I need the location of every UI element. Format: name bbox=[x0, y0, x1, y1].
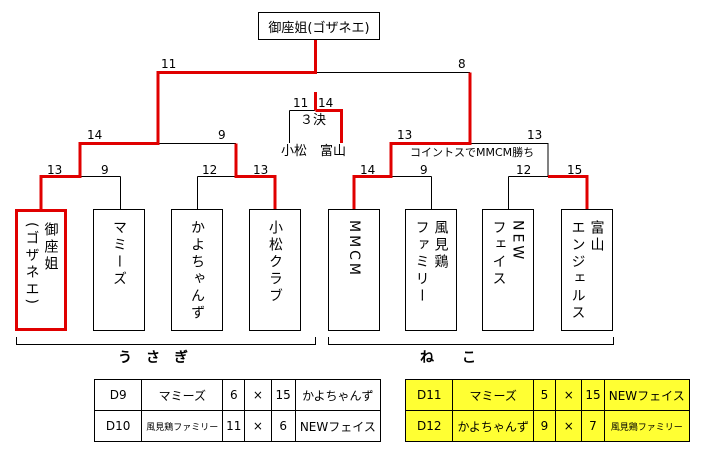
third-place-label: ３決 bbox=[300, 113, 327, 128]
versus-mark: × bbox=[555, 379, 583, 411]
match-id: D12 bbox=[404, 410, 454, 442]
score-r1-1: 13 bbox=[47, 163, 63, 177]
team-name-line: 御座姐 bbox=[42, 222, 59, 273]
team-name-line: NEW bbox=[509, 220, 526, 263]
team-name-line: 富山 bbox=[588, 220, 605, 254]
match-id: D10 bbox=[93, 410, 143, 442]
team-b: 風見鶏ファミリー bbox=[603, 410, 691, 442]
score-third-right: 14 bbox=[318, 96, 334, 110]
score-final-right: 8 bbox=[458, 57, 466, 71]
table-row: D11 マミーズ 5 × 15 NEWフェイス bbox=[404, 379, 691, 411]
score-b: 15 bbox=[270, 379, 296, 411]
score-third-left: 11 bbox=[293, 96, 309, 110]
score-r2-1: 14 bbox=[87, 128, 103, 142]
win-path-komatsu bbox=[234, 143, 277, 209]
match-id: D11 bbox=[404, 379, 454, 411]
champion-box: 御座姐(ゴザネエ) bbox=[258, 12, 380, 40]
third-place-right-team: 富山 bbox=[320, 144, 347, 159]
score-a: 11 bbox=[222, 410, 246, 442]
bracket-lines-red bbox=[39, 40, 589, 209]
team-name-line: 風見鶏 bbox=[432, 220, 449, 271]
bracket-lines-black bbox=[16, 72, 614, 345]
team-box-toyama-angels: 富山 エンジェルス bbox=[561, 209, 613, 331]
team-box-gozanee: 御座姐 (ゴザネエ) bbox=[15, 209, 67, 331]
team-box-mmcm: MMCM bbox=[328, 209, 380, 331]
score-r1-2: 9 bbox=[101, 163, 109, 177]
versus-mark: × bbox=[555, 410, 583, 442]
coin-toss-note: コイントスでMMCM勝ち bbox=[410, 146, 535, 159]
team-name-line: かよちゃんず bbox=[189, 220, 205, 322]
table-row: D10 風見鶏ファミリー 11 × 6 NEWフェイス bbox=[93, 410, 382, 442]
versus-mark: × bbox=[244, 379, 272, 411]
match-id: D9 bbox=[93, 379, 143, 411]
team-box-kayochanzu: かよちゃんず bbox=[171, 209, 223, 331]
team-name-line: エンジェルス bbox=[569, 220, 586, 322]
score-r2-4: 13 bbox=[527, 128, 543, 142]
team-name-line: マミーズ bbox=[111, 220, 127, 288]
results-table-right: D11 マミーズ 5 × 15 NEWフェイス D12 かよちゃんず 9 × 7… bbox=[404, 379, 691, 442]
team-a: 風見鶏ファミリー bbox=[141, 410, 224, 442]
score-r1-7: 12 bbox=[516, 163, 532, 177]
score-b: 6 bbox=[270, 410, 296, 442]
table-row: D9 マミーズ 6 × 15 かよちゃんず bbox=[93, 379, 382, 411]
score-a: 6 bbox=[222, 379, 246, 411]
score-final-left: 11 bbox=[161, 57, 177, 71]
group-bracket-usagi bbox=[16, 337, 316, 345]
win-path-mmcm bbox=[352, 72, 472, 209]
score-r1-5: 14 bbox=[360, 163, 376, 177]
team-b: NEWフェイス bbox=[603, 379, 691, 411]
table-row: D12 かよちゃんず 9 × 7 風見鶏ファミリー bbox=[404, 410, 691, 442]
team-box-komatsu-club: 小松クラブ bbox=[249, 209, 301, 331]
score-r1-4: 13 bbox=[253, 163, 269, 177]
team-name-line: ファミリー bbox=[413, 220, 430, 305]
results-table-left: D9 マミーズ 6 × 15 かよちゃんず D10 風見鶏ファミリー 11 × … bbox=[93, 379, 382, 442]
group-bracket-neko bbox=[328, 337, 614, 345]
team-a: かよちゃんず bbox=[452, 410, 534, 442]
win-path-champion bbox=[39, 40, 317, 209]
team-b: NEWフェイス bbox=[294, 410, 382, 442]
line-r2-neko bbox=[470, 143, 549, 177]
score-a: 9 bbox=[532, 410, 557, 442]
group-label-neko: ね こ bbox=[420, 350, 476, 366]
versus-mark: × bbox=[244, 410, 272, 442]
win-path-third bbox=[315, 109, 343, 143]
team-a: マミーズ bbox=[141, 379, 224, 411]
score-r2-2: 9 bbox=[218, 128, 226, 142]
win-path-toyama bbox=[548, 175, 589, 209]
team-name-line: MMCM bbox=[346, 220, 362, 279]
team-name-line: (ゴザネエ) bbox=[23, 222, 40, 307]
team-box-new-face: NEW フェイス bbox=[482, 209, 534, 331]
score-a: 5 bbox=[532, 379, 557, 411]
third-place-left-team: 小松 bbox=[281, 144, 308, 159]
team-name-line: 小松クラブ bbox=[267, 220, 283, 305]
team-b: かよちゃんず bbox=[294, 379, 382, 411]
score-r1-3: 12 bbox=[202, 163, 218, 177]
team-name-line: フェイス bbox=[490, 220, 507, 288]
score-r1-6: 9 bbox=[420, 163, 428, 177]
team-box-mamiizu: マミーズ bbox=[93, 209, 145, 331]
team-box-kazamidori-family: 風見鶏 ファミリー bbox=[405, 209, 457, 331]
team-a: マミーズ bbox=[452, 379, 534, 411]
score-r1-8: 15 bbox=[567, 163, 583, 177]
score-b: 15 bbox=[581, 379, 605, 411]
group-label-usagi: う さ ぎ bbox=[118, 350, 188, 366]
score-b: 7 bbox=[581, 410, 605, 442]
score-r2-3: 13 bbox=[397, 128, 413, 142]
